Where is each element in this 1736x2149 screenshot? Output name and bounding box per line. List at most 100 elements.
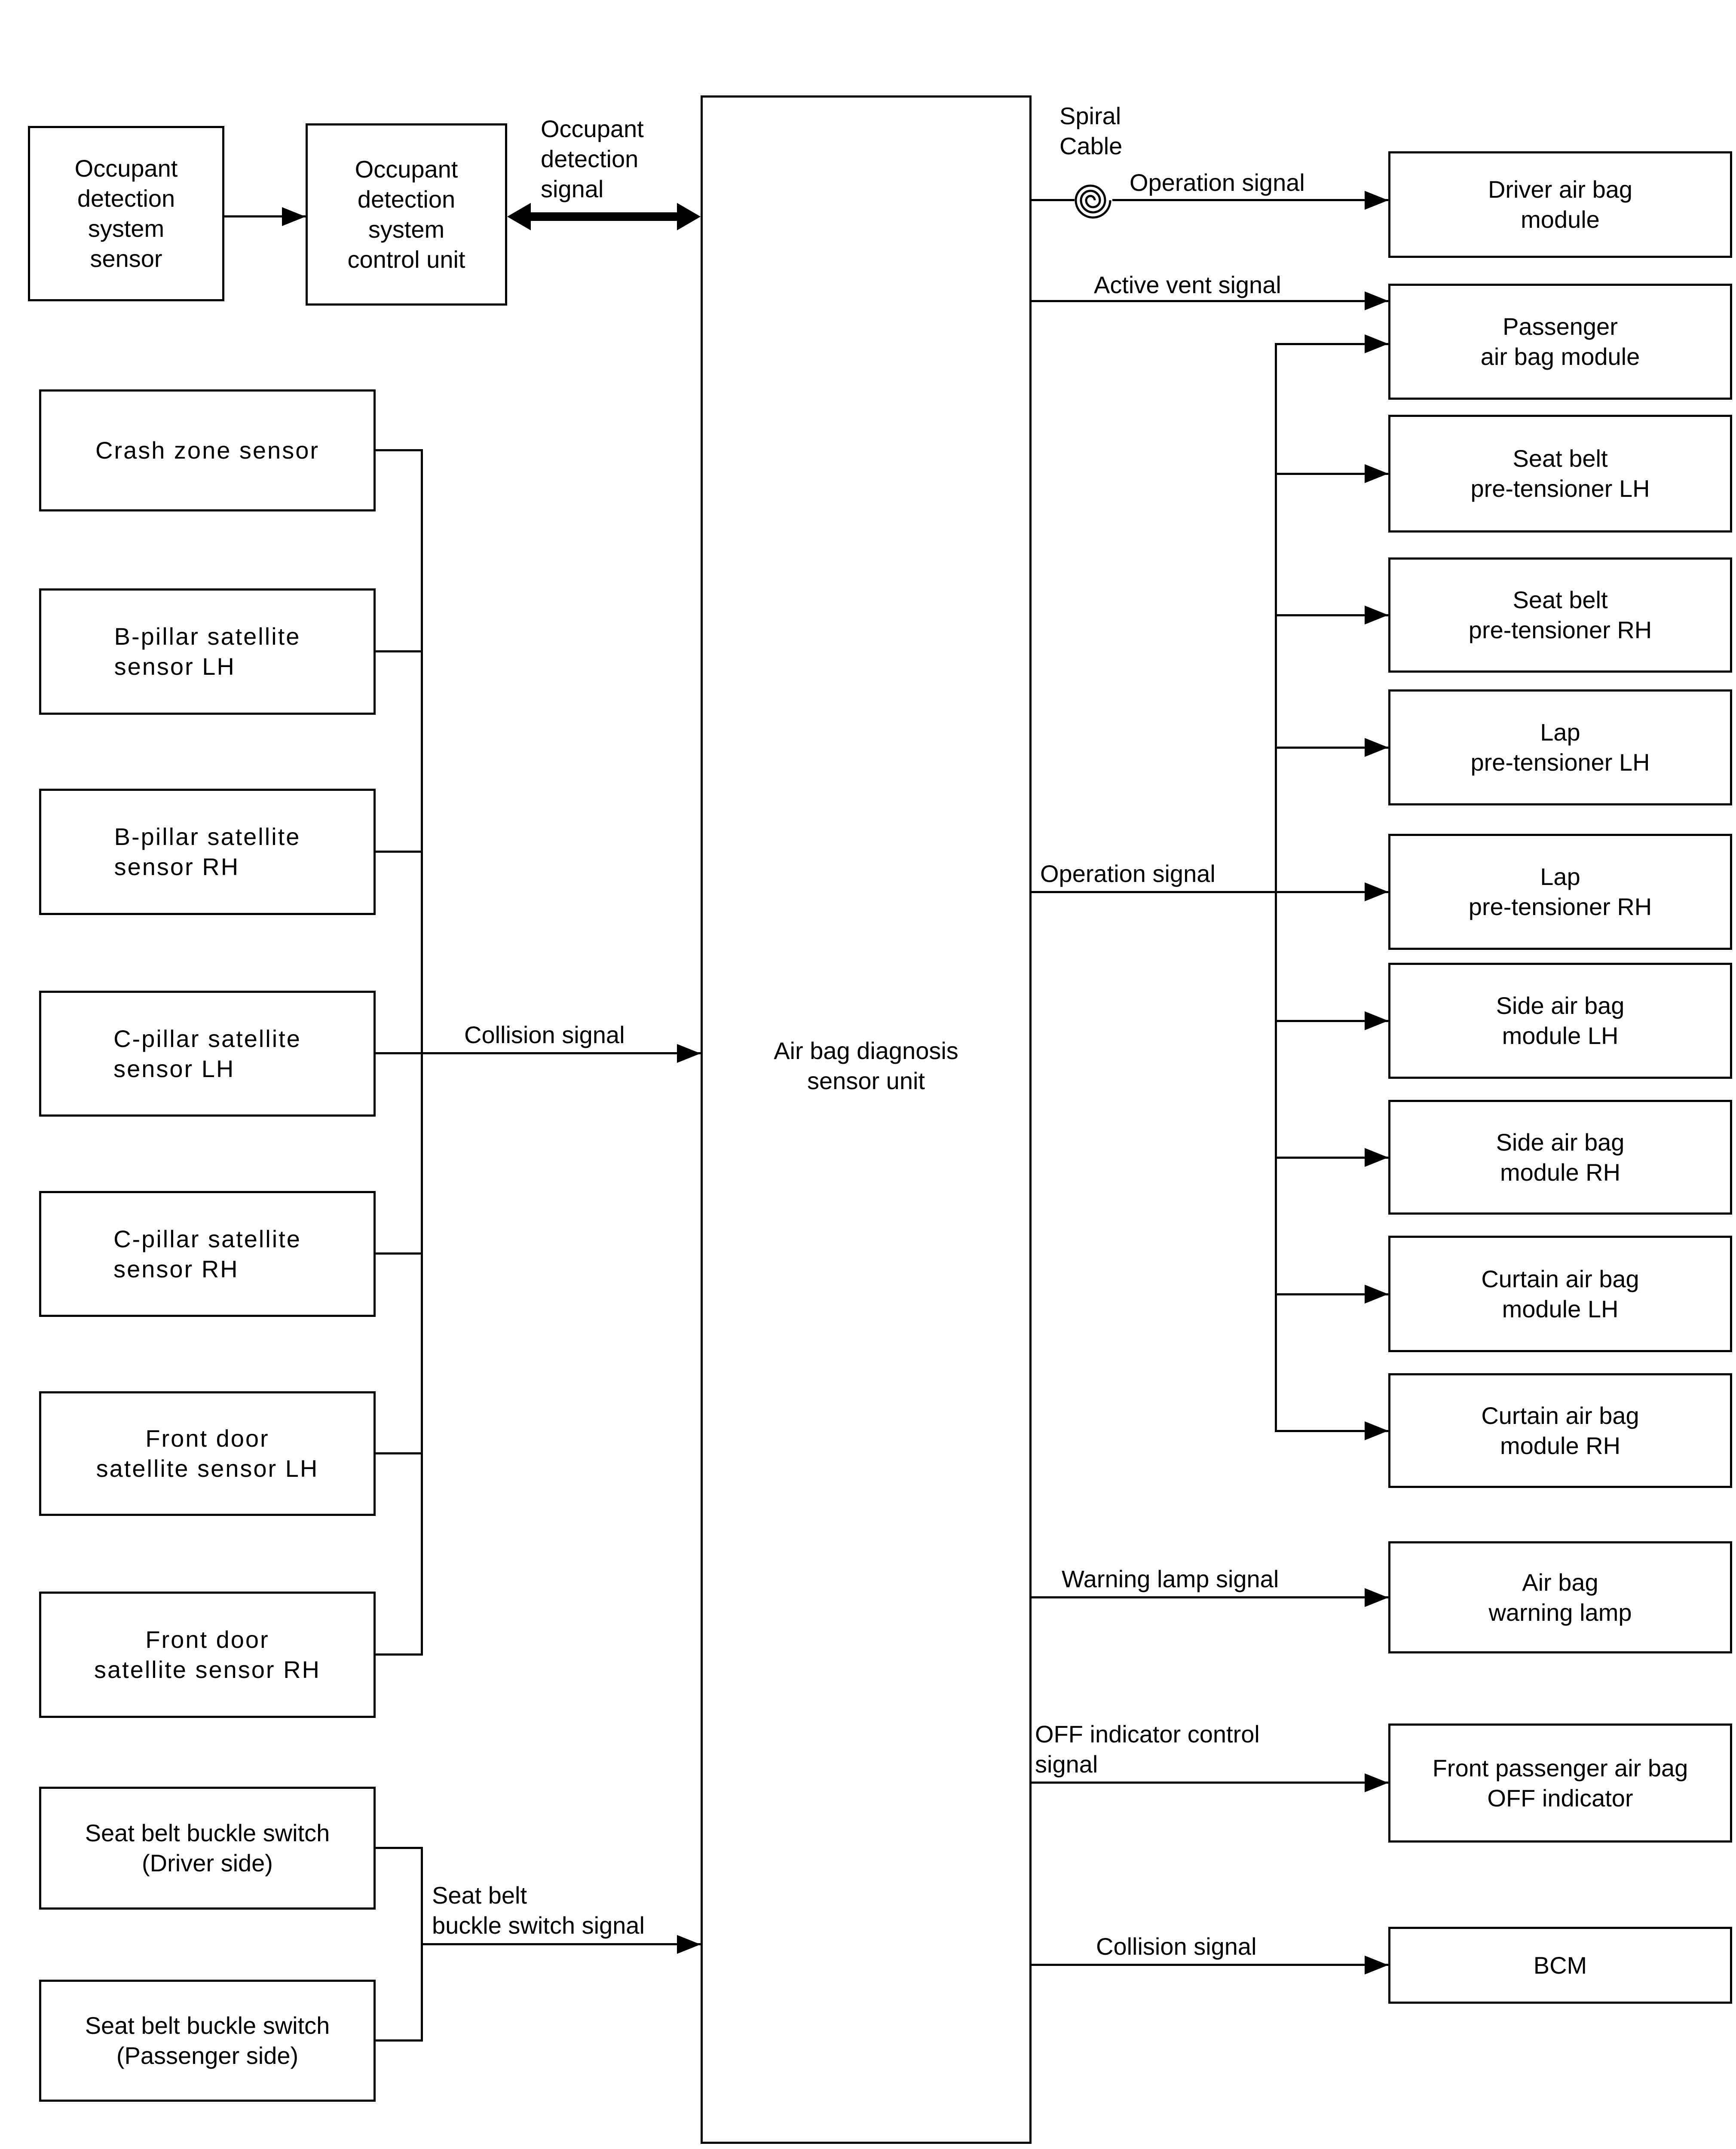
connector-b-pillar-lh [376, 650, 423, 652]
label-occupant-detection-signal: Occupant detection signal [541, 115, 644, 202]
box-front-passenger-air-bag-off-indicator: Front passenger air bag OFF indicator [1388, 1723, 1732, 1843]
box-label: Occupant detection system sensor [74, 155, 178, 272]
arrowhead-collision-signal-left [677, 1044, 701, 1063]
line-collision-signal-right [1032, 1964, 1388, 1966]
line-bus-to-lap-pt-rh [1275, 891, 1388, 893]
box-seat-belt-pre-tensioner-lh: Seat belt pre-tensioner LH [1388, 415, 1732, 533]
arrowhead-occupant-detection-signal-right [677, 203, 701, 230]
line-off-indicator-control-signal [1032, 1782, 1388, 1784]
box-side-air-bag-module-lh: Side air bag module LH [1388, 963, 1732, 1079]
line-sensor-to-control-unit [224, 215, 306, 217]
arrowhead-seat-belt-pt-rh [1365, 606, 1388, 624]
box-label: Side air bag module RH [1496, 1128, 1625, 1186]
label-operation-signal-mid: Operation signal [1040, 860, 1216, 887]
line-occupant-detection-signal [531, 212, 677, 221]
box-label: Air bag warning lamp [1488, 1568, 1632, 1626]
box-label: Seat belt buckle switch (Driver side) [85, 1819, 330, 1877]
label-collision-signal-right: Collision signal [1096, 1933, 1257, 1960]
arrowhead-seat-belt-buckle-switch-signal [677, 1935, 701, 1954]
line-collision-signal-left [376, 1052, 701, 1054]
box-label: Seat belt buckle switch (Passenger side) [85, 2012, 330, 2069]
label-seat-belt-buckle-switch-signal: Seat belt buckle switch signal [432, 1882, 645, 1939]
spiral-cable-icon [1075, 184, 1111, 219]
connector-crash-zone-sensor [376, 449, 423, 451]
spiral-path [1075, 184, 1111, 219]
arrowhead-side-air-bag-rh [1365, 1148, 1388, 1167]
line-operation-signal-mid [1032, 891, 1277, 893]
box-label: Lap pre-tensioner RH [1468, 863, 1652, 920]
arrowhead-seat-belt-pt-lh [1365, 464, 1388, 483]
label-warning-lamp-signal: Warning lamp signal [1062, 1565, 1279, 1592]
connector-front-door-lh [376, 1452, 423, 1454]
box-lap-pre-tensioner-lh: Lap pre-tensioner LH [1388, 689, 1732, 805]
box-bcm: BCM [1388, 1927, 1732, 2004]
line-bus-to-seat-belt-pt-lh [1275, 473, 1388, 475]
box-label: Driver air bag module [1488, 176, 1633, 233]
box-front-door-satellite-sensor-lh: Front door satellite sensor LH [39, 1391, 376, 1516]
box-label: Air bag diagnosis sensor unit [774, 1037, 958, 1094]
arrowhead-lap-pt-rh [1365, 882, 1388, 901]
box-label: Occupant detection system control unit [347, 156, 465, 273]
line-warning-lamp-signal [1032, 1596, 1388, 1598]
connector-buckle-switch-passenger [376, 2039, 423, 2042]
arrowhead-operation-signal-driver [1365, 191, 1388, 210]
arrowhead-curtain-air-bag-rh [1365, 1421, 1388, 1440]
box-b-pillar-satellite-sensor-rh: B-pillar satellite sensor RH [39, 789, 376, 915]
label-collision-signal-left: Collision signal [464, 1021, 625, 1048]
line-bus-to-passenger-air-bag [1275, 343, 1388, 345]
box-air-bag-diagnosis-sensor-unit: Air bag diagnosis sensor unit [701, 95, 1032, 2144]
box-crash-zone-sensor: Crash zone sensor [39, 389, 376, 511]
label-operation-signal-top: Operation signal [1130, 169, 1305, 196]
box-driver-air-bag-module: Driver air bag module [1388, 151, 1732, 258]
box-curtain-air-bag-module-rh: Curtain air bag module RH [1388, 1373, 1732, 1488]
box-occupant-detection-system-sensor: Occupant detection system sensor [28, 126, 224, 301]
box-side-air-bag-module-rh: Side air bag module RH [1388, 1100, 1732, 1215]
box-label: Side air bag module LH [1496, 992, 1625, 1049]
box-label: C-pillar satellite sensor RH [113, 1225, 301, 1283]
line-bus-to-side-air-bag-lh [1275, 1020, 1388, 1022]
connector-c-pillar-rh [376, 1252, 423, 1255]
line-active-vent-signal [1032, 300, 1388, 302]
box-c-pillar-satellite-sensor-rh: C-pillar satellite sensor RH [39, 1191, 376, 1317]
arrowhead-occupant-detection-signal-left [507, 203, 531, 230]
arrowhead-off-indicator-control-signal [1365, 1773, 1388, 1792]
line-operation-signal-driver [1112, 199, 1388, 201]
box-label: Front door satellite sensor LH [96, 1425, 319, 1482]
box-label: Passenger air bag module [1480, 313, 1640, 370]
box-label: Lap pre-tensioner LH [1470, 719, 1650, 776]
box-front-door-satellite-sensor-rh: Front door satellite sensor RH [39, 1592, 376, 1718]
box-label: B-pillar satellite sensor LH [114, 623, 301, 680]
line-bus-to-curtain-air-bag-rh [1275, 1430, 1388, 1432]
arrowhead-warning-lamp-signal [1365, 1588, 1388, 1607]
connector-front-door-rh [376, 1653, 423, 1656]
line-to-spiral-cable [1032, 199, 1075, 201]
box-passenger-air-bag-module: Passenger air bag module [1388, 284, 1732, 400]
line-bus-to-side-air-bag-rh [1275, 1157, 1388, 1159]
arrowhead-sensor-to-control-unit [282, 207, 306, 226]
box-seat-belt-buckle-switch-passenger: Seat belt buckle switch (Passenger side) [39, 1980, 376, 2102]
arrowhead-curtain-air-bag-lh [1365, 1285, 1388, 1304]
box-seat-belt-pre-tensioner-rh: Seat belt pre-tensioner RH [1388, 557, 1732, 673]
connector-b-pillar-rh [376, 851, 423, 853]
box-seat-belt-buckle-switch-driver: Seat belt buckle switch (Driver side) [39, 1787, 376, 1910]
box-label: Curtain air bag module RH [1481, 1402, 1639, 1459]
box-label: B-pillar satellite sensor RH [114, 823, 301, 880]
connector-buckle-switch-driver [376, 1847, 423, 1849]
box-lap-pre-tensioner-rh: Lap pre-tensioner RH [1388, 834, 1732, 950]
box-label: Crash zone sensor [95, 437, 319, 464]
arrowhead-passenger-air-bag [1365, 334, 1388, 353]
box-c-pillar-satellite-sensor-lh: C-pillar satellite sensor LH [39, 991, 376, 1117]
label-spiral-cable: Spiral Cable [1059, 102, 1123, 159]
label-off-indicator-control-signal: OFF indicator control signal [1035, 1720, 1260, 1778]
arrowhead-active-vent-signal [1365, 291, 1388, 310]
box-air-bag-warning-lamp: Air bag warning lamp [1388, 1541, 1732, 1653]
box-label: Seat belt pre-tensioner LH [1470, 445, 1650, 502]
bus-operation-signal [1275, 343, 1277, 1432]
box-label: Front door satellite sensor RH [94, 1626, 321, 1683]
box-curtain-air-bag-module-lh: Curtain air bag module LH [1388, 1236, 1732, 1352]
box-occupant-detection-system-control-unit: Occupant detection system control unit [306, 123, 507, 306]
box-b-pillar-satellite-sensor-lh: B-pillar satellite sensor LH [39, 588, 376, 715]
label-active-vent-signal: Active vent signal [1094, 271, 1281, 298]
line-bus-to-curtain-air-bag-lh [1275, 1293, 1388, 1295]
box-label: Seat belt pre-tensioner RH [1468, 586, 1652, 643]
